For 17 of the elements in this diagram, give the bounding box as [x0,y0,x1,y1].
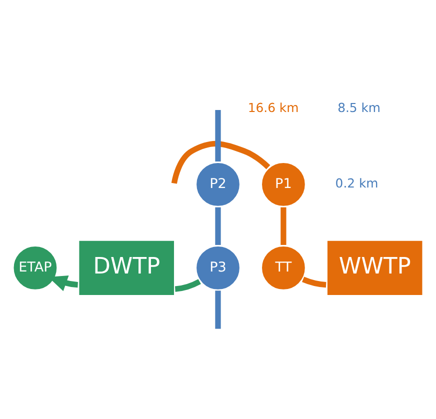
connector [215,290,221,329]
connector [215,207,221,245]
connector [215,110,221,162]
label: 16.6 km [248,100,299,115]
node-circle: ETAP [12,244,59,292]
connector [280,207,286,245]
node-circle: P1 [260,160,308,208]
node-circle: P2 [194,160,242,208]
label: 8.5 km [338,100,381,115]
node-circle: P3 [194,244,242,292]
node-box: DWTP [76,238,176,298]
connector [174,279,201,292]
connector [302,276,326,288]
node-circle: TT [260,244,308,292]
connector [171,140,270,184]
label: 0.2 km [335,176,378,191]
node-box: WWTP [325,238,424,298]
